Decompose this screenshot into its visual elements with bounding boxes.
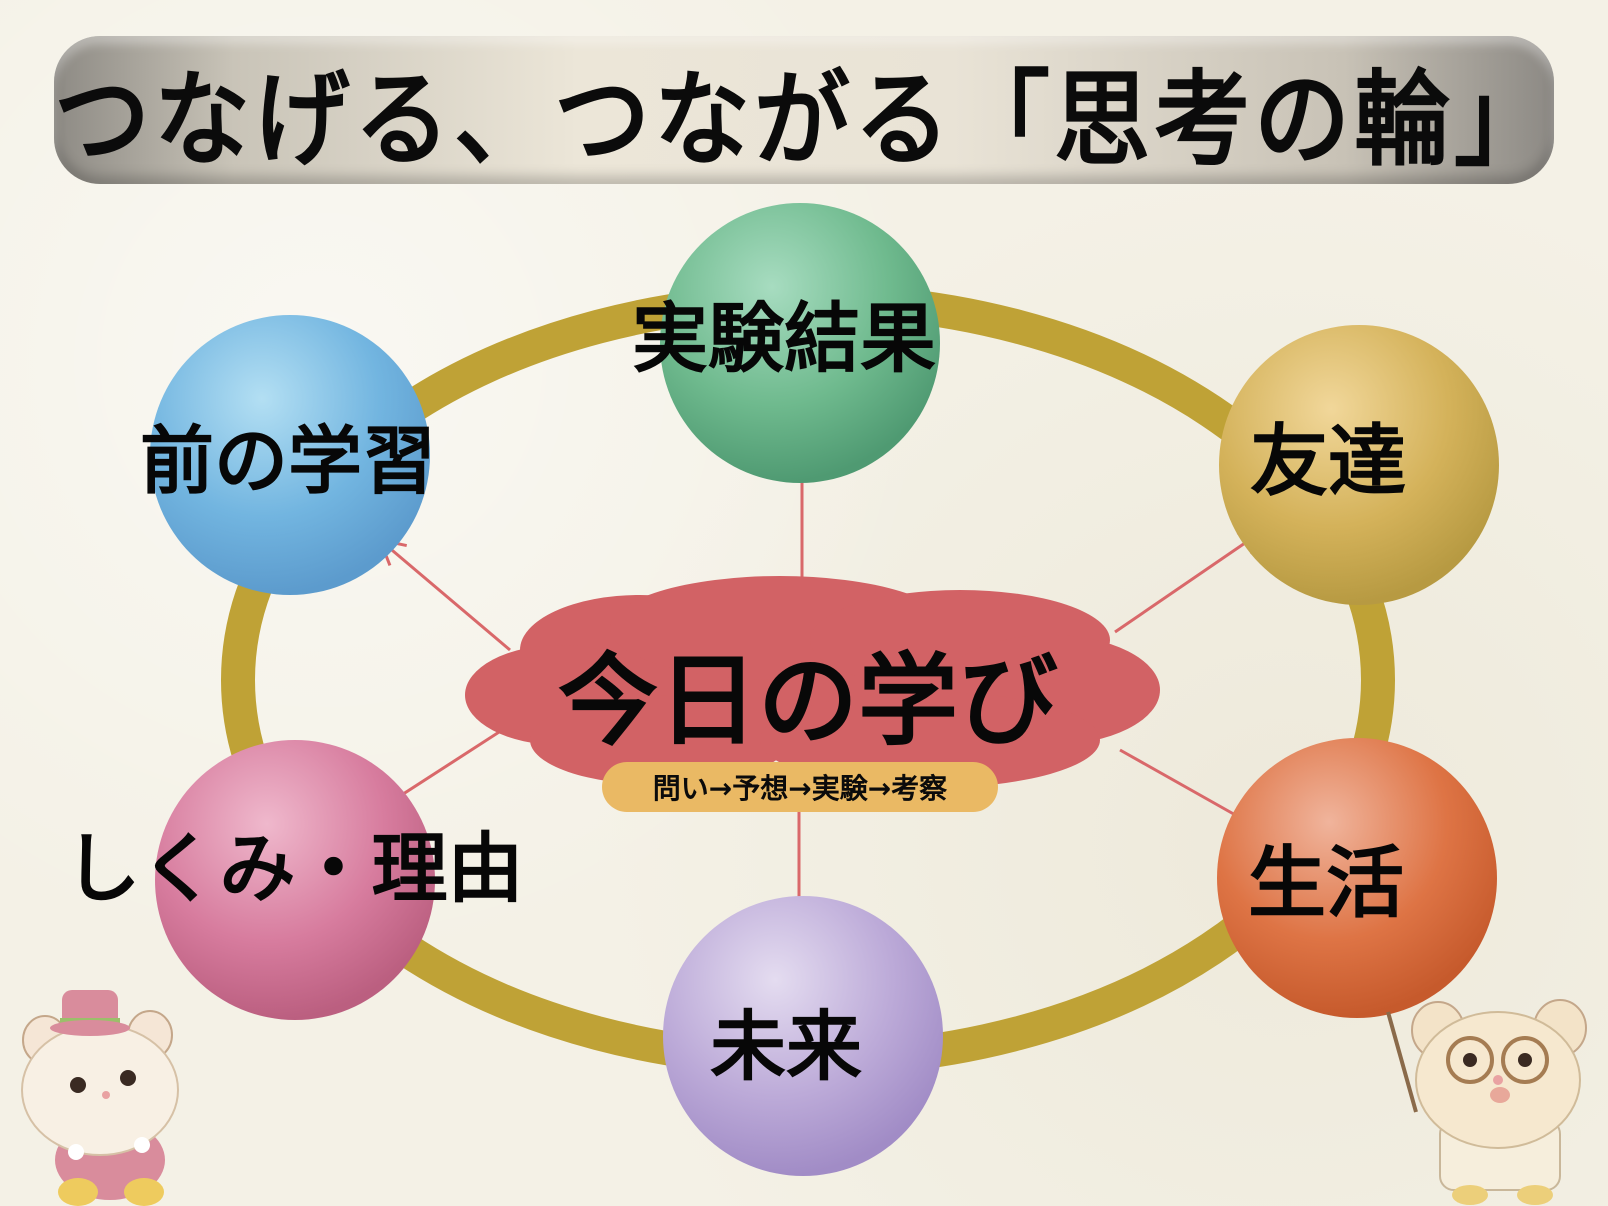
node-circle-previous-learning — [150, 315, 430, 595]
node-label-future: 未来 — [710, 1002, 862, 1091]
node-label-mechanism-reason: しくみ・理由 — [64, 824, 524, 913]
hamster-professor-icon — [1386, 999, 1587, 1205]
node-label-experiment-results: 実験結果 — [632, 294, 936, 383]
center-label-todays-learning: 今日の学び — [558, 642, 1058, 760]
process-pill: 問い→予想→実験→考察 — [602, 762, 998, 812]
node-circle-friends — [1219, 325, 1499, 605]
center-cloud — [465, 576, 1160, 788]
page-title: つなげる、つながる「思考の輪」 — [54, 58, 1554, 180]
arrow-to-top-right — [1114, 528, 1267, 634]
node-circle-experiment-results — [660, 203, 940, 483]
node-label-daily-life: 生活 — [1247, 839, 1405, 929]
node-label-friends: 友達 — [1249, 417, 1407, 507]
process-steps-text: 問い→予想→実験→考察 — [652, 772, 948, 805]
node-circle-daily-life — [1217, 738, 1497, 1018]
title-banner: つなげる、つながる「思考の輪」 — [54, 36, 1554, 184]
arrow-to-top-left — [377, 537, 511, 652]
hamster-with-hat-icon — [21, 990, 179, 1206]
node-circle-future — [663, 896, 943, 1176]
node-label-previous-learning: 前の学習 — [140, 418, 436, 505]
node-circle-mechanism-reason — [155, 740, 435, 1020]
